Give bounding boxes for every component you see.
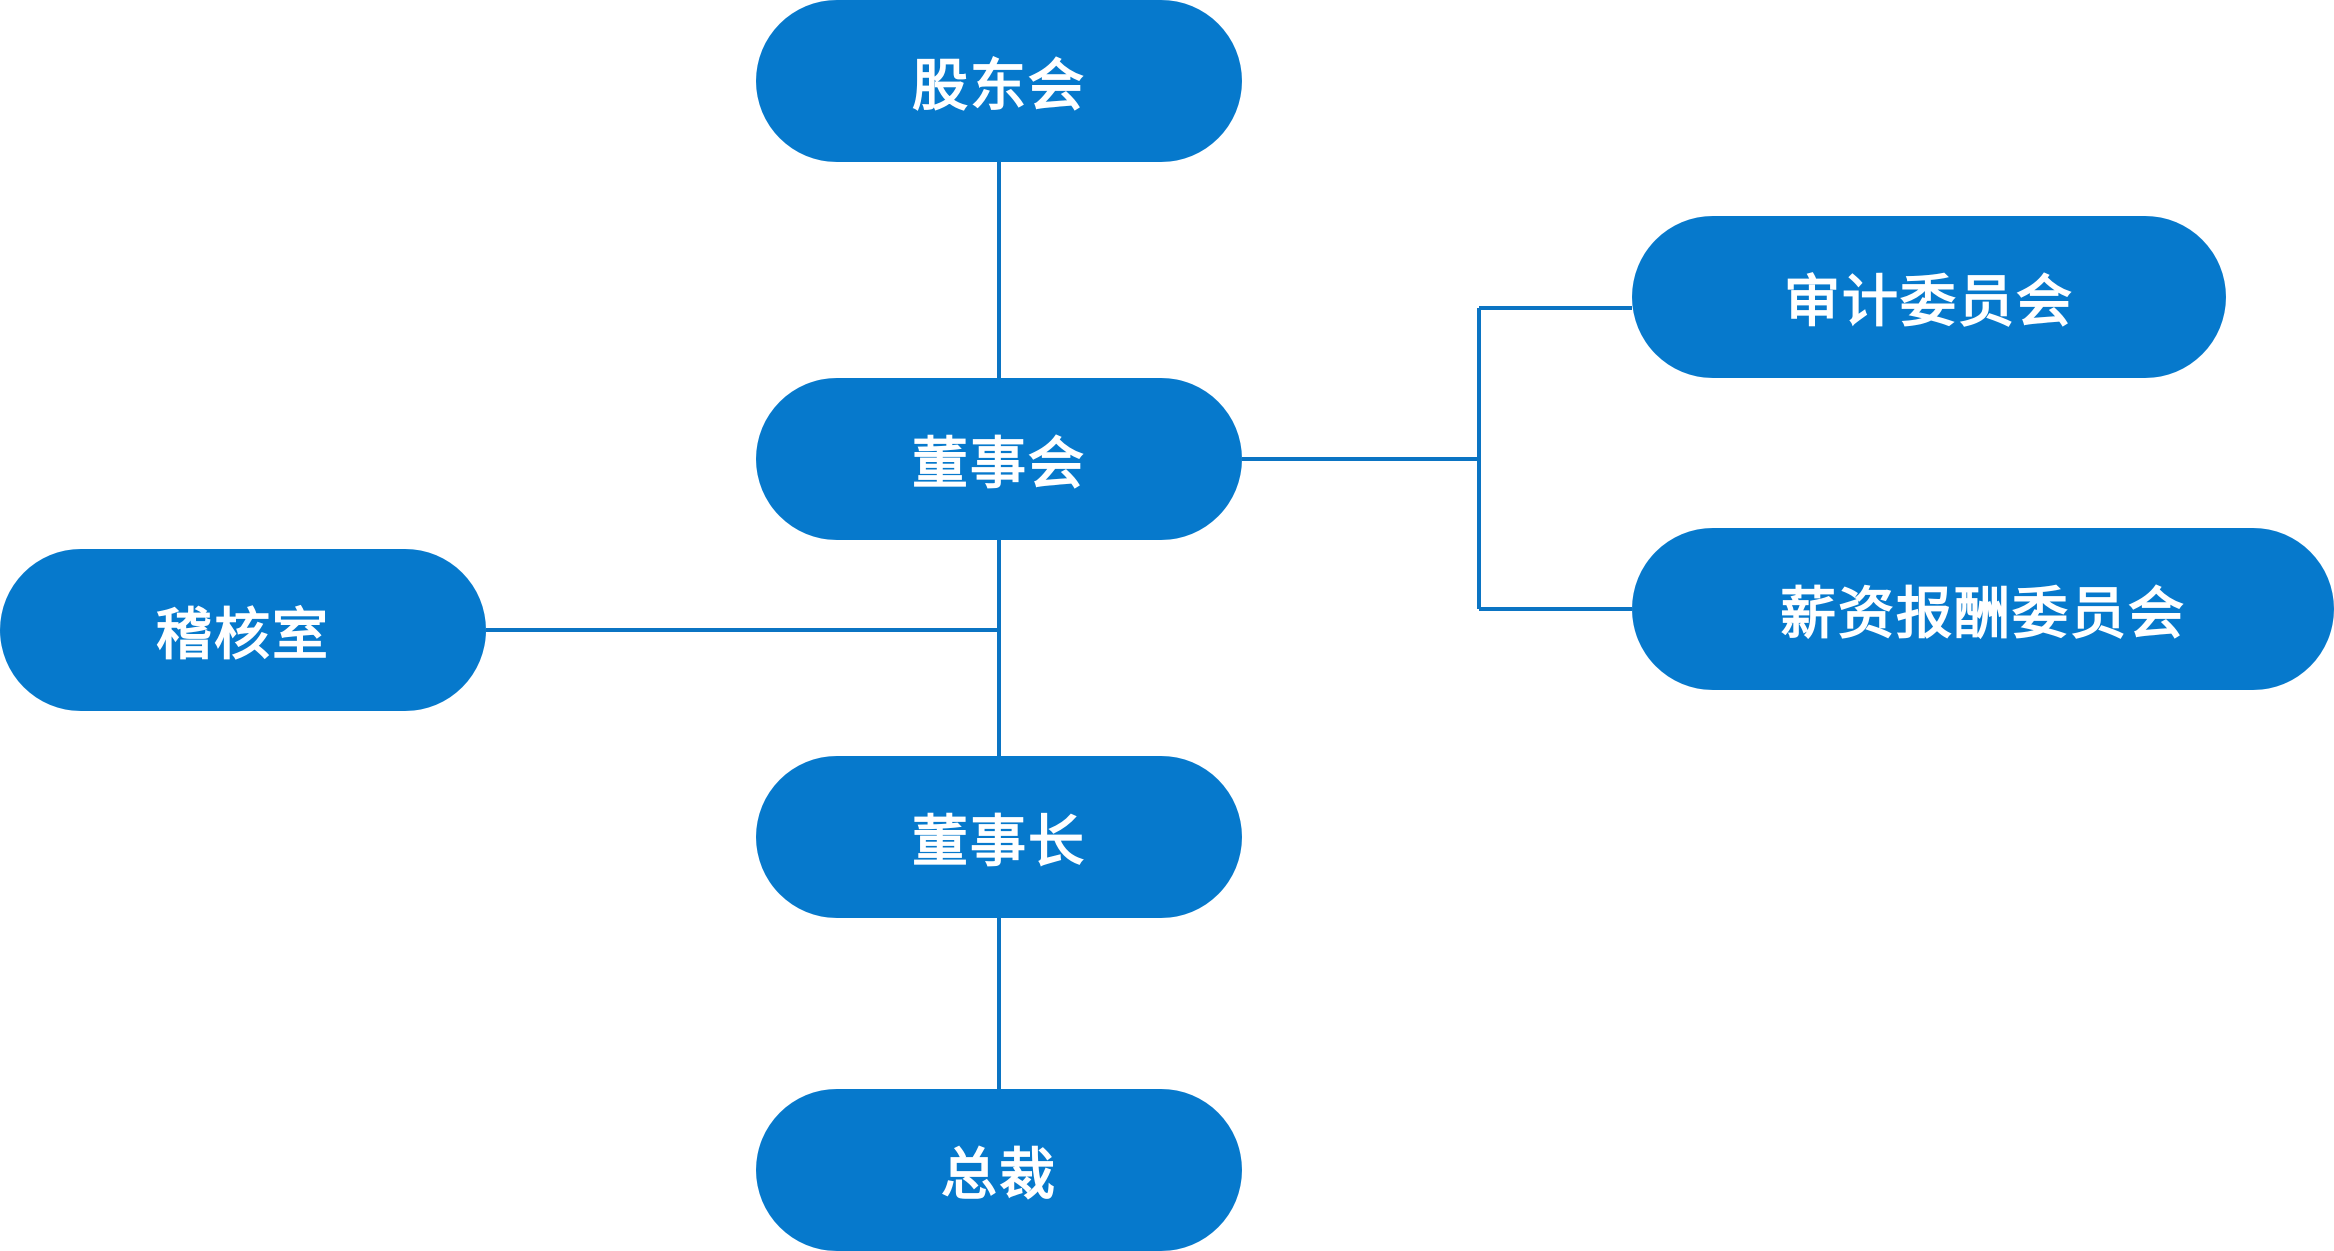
node-shareholders-meeting: 股东会 [756, 0, 1242, 162]
node-label: 薪资报酬委员会 [1780, 581, 2186, 647]
node-label: 董事会 [912, 431, 1086, 497]
node-label: 审计委员会 [1784, 269, 2074, 335]
node-label: 稽核室 [156, 602, 330, 668]
node-chairman: 董事长 [756, 756, 1242, 918]
node-remuneration-committee: 薪资报酬委员会 [1632, 528, 2334, 690]
node-label: 总裁 [941, 1142, 1057, 1208]
node-audit-office: 稽核室 [0, 549, 486, 711]
node-board-of-directors: 董事会 [756, 378, 1242, 540]
node-president: 总裁 [756, 1089, 1242, 1251]
node-label: 董事长 [912, 809, 1086, 875]
node-audit-committee: 审计委员会 [1632, 216, 2226, 378]
node-label: 股东会 [912, 53, 1086, 119]
